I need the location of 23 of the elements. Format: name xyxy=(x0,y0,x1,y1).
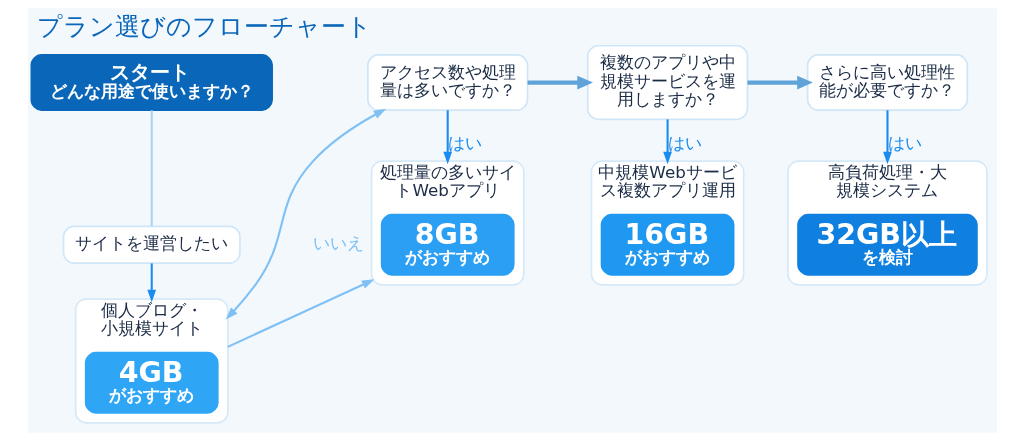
node-box: 複数のアプリや中規模サービスを運用しますか？ xyxy=(586,44,748,121)
node-box: アクセス数や処理量は多いですか？ xyxy=(366,54,528,111)
arrow xyxy=(746,75,813,90)
node-box: 32GB以上 を検討 xyxy=(796,213,978,276)
node-box: さらに高い処理性能が必要ですか？ xyxy=(806,54,968,111)
arrow xyxy=(146,263,156,303)
arrow xyxy=(662,119,672,165)
edge-label: いいえ xyxy=(312,232,364,253)
edge-label: はい xyxy=(447,133,482,154)
arrow xyxy=(226,279,374,348)
node-box: サイトを運営したい xyxy=(62,225,241,264)
arrow xyxy=(527,75,593,90)
node-box: 8GB がおすすめ xyxy=(380,213,515,276)
diagram-title: プラン選びのフローチャート xyxy=(36,11,372,41)
arrow xyxy=(225,108,386,320)
edge-label: はい xyxy=(887,133,922,154)
node-box: スタート どんな用途で使いますか？ xyxy=(30,54,273,111)
arrow xyxy=(882,110,892,165)
node-box: 4GB がおすすめ xyxy=(84,351,219,414)
edge-label: はい xyxy=(667,133,702,154)
node-box: 16GB がおすすめ xyxy=(600,213,734,276)
arrow xyxy=(442,110,452,165)
connector xyxy=(150,110,153,227)
